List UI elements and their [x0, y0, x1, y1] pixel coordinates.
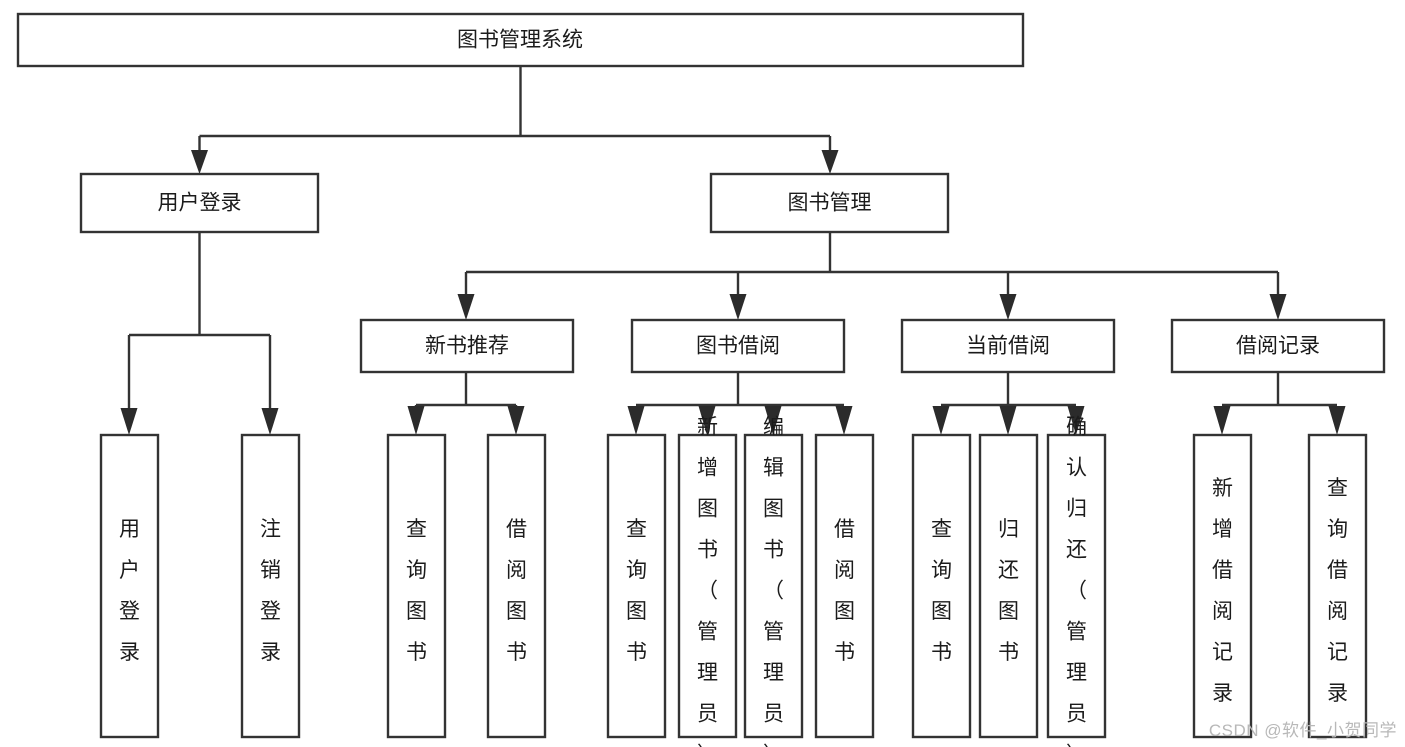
arrow-login-leaf-2 [261, 408, 279, 435]
node-box-leaf-2[interactable] [240, 433, 301, 739]
node-label-root: 图书管理系统 [457, 29, 583, 52]
node-box-leaf-12[interactable] [1192, 433, 1253, 739]
node-login[interactable]: 用户登录 [79, 172, 320, 234]
arrow-current-leaf-11 [1067, 406, 1085, 435]
node-label-newbook: 新书推荐 [425, 335, 509, 358]
node-box-leaf-5[interactable] [606, 433, 667, 739]
node-records[interactable]: 借阅记录 [1170, 318, 1386, 374]
node-current[interactable]: 当前借阅 [900, 318, 1116, 374]
arrow-bookmgmt-records [1269, 294, 1287, 320]
arrow-newbook-leaf-3 [407, 406, 425, 435]
arrow-root-to-login [191, 150, 208, 174]
node-box-leaf-6[interactable] [677, 433, 738, 739]
arrow-login-leaf-1 [120, 408, 138, 435]
node-newbook[interactable]: 新书推荐 [359, 318, 575, 374]
node-box-newbook[interactable] [359, 318, 575, 374]
node-label-leaf-13: 查询借阅记录 [1327, 477, 1348, 705]
csdn-watermark: CSDN @软件_小贺同学 [1208, 721, 1397, 740]
arrow-current-leaf-10 [999, 406, 1017, 435]
node-label-current: 当前借阅 [966, 335, 1050, 358]
node-box-current[interactable] [900, 318, 1116, 374]
arrow-root-to-bookmgmt [821, 150, 839, 174]
connector-layer [120, 66, 1346, 435]
arrow-bookmgmt-newbook [457, 294, 475, 320]
node-box-leaf-11[interactable] [1046, 433, 1107, 739]
node-box-leaf-1[interactable] [99, 433, 160, 739]
node-root[interactable]: 图书管理系统 [16, 12, 1025, 68]
node-label-leaf-1: 用户登录 [119, 518, 140, 664]
node-label-login: 用户登录 [158, 192, 242, 215]
node-label-leaf-8: 借阅图书 [834, 518, 855, 664]
node-box-leaf-3[interactable] [386, 433, 447, 739]
node-label-leaf-7: 编辑图书（管理员） [763, 416, 784, 747]
node-box-bookmgmt[interactable] [709, 172, 950, 234]
node-label-leaf-3: 查询图书 [406, 518, 427, 664]
node-label-leaf-11: 确认归还（管理员） [1066, 416, 1087, 747]
node-label-bookmgmt: 图书管理 [788, 192, 872, 215]
node-borrow[interactable]: 图书借阅 [630, 318, 846, 374]
arrow-borrow-leaf-6 [698, 406, 716, 435]
arrow-records-leaf-12 [1213, 406, 1231, 435]
node-box-leaf-7[interactable] [743, 433, 804, 739]
node-label-leaf-4: 借阅图书 [506, 518, 527, 664]
node-label-leaf-2: 注销登录 [260, 518, 281, 664]
arrow-bookmgmt-borrow [729, 294, 747, 320]
node-box-leaf-8[interactable] [814, 433, 875, 739]
node-box-leaf-9[interactable] [911, 433, 972, 739]
leaf-row [99, 433, 1368, 739]
node-label-leaf-12: 新增借阅记录 [1212, 477, 1233, 705]
arrow-borrow-leaf-8 [835, 406, 853, 435]
node-label-leaf-6: 新增图书（管理员） [697, 416, 718, 747]
node-box-root[interactable] [16, 12, 1025, 68]
node-box-leaf-4[interactable] [486, 433, 547, 739]
node-label-borrow: 图书借阅 [696, 335, 780, 358]
node-label-leaf-5: 查询图书 [626, 518, 647, 664]
arrow-borrow-leaf-5 [627, 406, 645, 435]
arrow-borrow-leaf-7 [764, 406, 782, 435]
leaf-label-layer: 用户登录 注销登录 查询图书 借阅图书 查询图书 新增图书（管理员） 编辑图书（… [119, 416, 1348, 747]
node-box-records[interactable] [1170, 318, 1386, 374]
arrow-newbook-leaf-4 [507, 406, 525, 435]
arrow-current-leaf-9 [932, 406, 950, 435]
node-bookmgmt[interactable]: 图书管理 [709, 172, 950, 234]
node-label-leaf-9: 查询图书 [931, 518, 952, 664]
node-label-leaf-10: 归还图书 [998, 518, 1019, 664]
arrow-bookmgmt-current [999, 294, 1017, 320]
arrow-records-leaf-13 [1328, 406, 1346, 435]
node-box-leaf-13[interactable] [1307, 433, 1368, 739]
node-box-login[interactable] [79, 172, 320, 234]
node-box-borrow[interactable] [630, 318, 846, 374]
node-box-leaf-10[interactable] [978, 433, 1039, 739]
node-label-records: 借阅记录 [1236, 335, 1320, 358]
